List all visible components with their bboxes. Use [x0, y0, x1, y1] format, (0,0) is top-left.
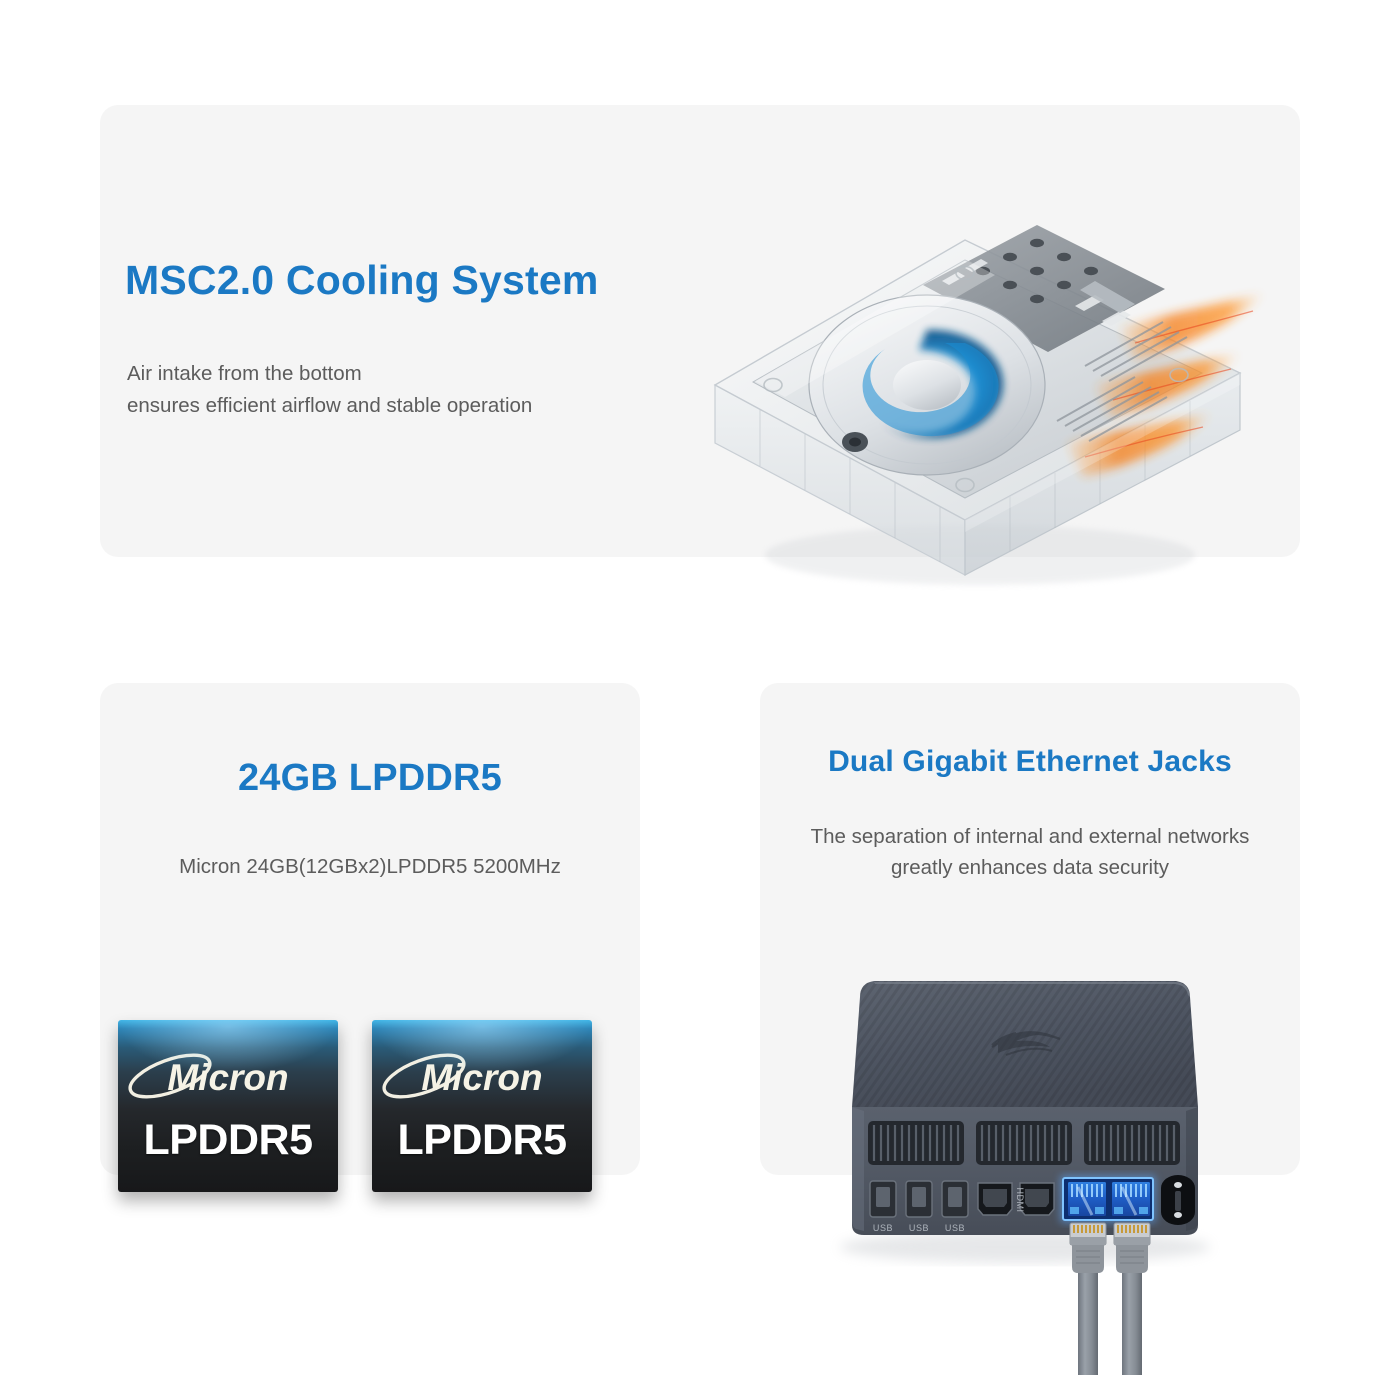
svg-text:Micron: Micron: [167, 1057, 288, 1098]
memory-description: Micron 24GB(12GBx2)LPDDR5 5200MHz: [179, 855, 561, 878]
ethernet-description-line-1: The separation of internal and external …: [810, 825, 1250, 848]
cooling-product-image: [713, 225, 1265, 585]
micron-logo-icon: Micron: [382, 1053, 543, 1099]
ethernet-description: The separation of internal and external …: [760, 821, 1300, 883]
micron-chip-model-2: LPDDR5: [397, 1116, 567, 1164]
ethernet-title: Dual Gigabit Ethernet Jacks: [828, 745, 1232, 778]
cooling-title: MSC2.0 Cooling System: [125, 257, 599, 303]
cooling-description: Air intake from the bottom ensures effic…: [127, 358, 532, 422]
memory-title: 24GB LPDDR5: [237, 757, 503, 799]
ethernet-cables: [1069, 1222, 1151, 1375]
micron-chip-1: Micron LPDDR5: [118, 1020, 338, 1192]
ethernet-jacks: [1060, 1175, 1156, 1223]
svg-text:USB: USB: [909, 1223, 929, 1233]
micron-logo-icon: Micron: [128, 1053, 289, 1099]
ethernet-jack-2: [1112, 1182, 1150, 1216]
cooling-feature-card: MSC2.0 Cooling System Air intake from th…: [100, 105, 1300, 585]
svg-text:Micron: Micron: [421, 1057, 542, 1098]
cooling-description-line-2: ensures efficient airflow and stable ope…: [127, 394, 533, 417]
ventilation-grilles: [868, 1121, 1180, 1165]
brand-swirl-logo: [991, 1031, 1061, 1056]
svg-text:USB: USB: [873, 1223, 893, 1233]
minipc-rear-image: USB USB USB HDMI: [840, 981, 1210, 1375]
fan-vortex-glow: [862, 329, 1003, 438]
ethernet-description-line-2: greatly enhances data security: [890, 856, 1170, 879]
ethernet-jack-1: [1068, 1182, 1106, 1216]
svg-text:USB: USB: [945, 1223, 965, 1233]
hdmi-ports: HDMI: [977, 1182, 1055, 1216]
svg-text:HDMI: HDMI: [1015, 1188, 1025, 1213]
micron-chip-model-1: LPDDR5: [143, 1116, 313, 1164]
cooling-description-line-1: Air intake from the bottom: [127, 362, 362, 385]
power-jack: [1161, 1175, 1195, 1225]
micron-chip-2: Micron LPDDR5: [372, 1020, 592, 1192]
usb-ports: USB USB USB: [869, 1180, 969, 1233]
